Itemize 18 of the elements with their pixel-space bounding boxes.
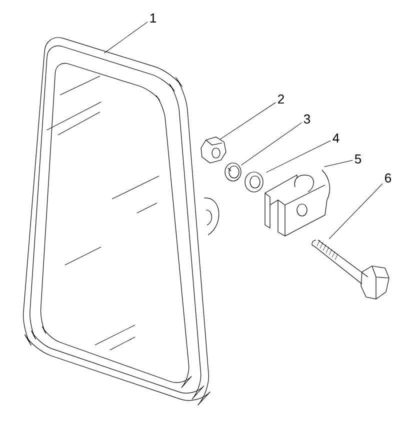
leader-line <box>328 183 383 240</box>
leader-line <box>324 160 353 167</box>
bolt-drawing <box>312 240 390 300</box>
callout-number: 6 <box>385 173 392 183</box>
nut-drawing <box>200 136 226 164</box>
callout-number: 4 <box>332 134 340 142</box>
leader-line <box>220 102 276 140</box>
spring-washer-drawing <box>224 162 242 182</box>
callout-number: 5 <box>354 154 362 164</box>
leader-line <box>104 22 148 54</box>
leader-line <box>266 140 331 173</box>
clamp-drawing <box>264 170 330 236</box>
washer-drawing <box>244 172 264 192</box>
callout-number: 1 <box>150 14 156 22</box>
leader-line <box>240 122 302 166</box>
mirror-drawing <box>23 37 220 406</box>
callout-number: 3 <box>304 114 310 124</box>
callout-number: 2 <box>278 94 284 104</box>
